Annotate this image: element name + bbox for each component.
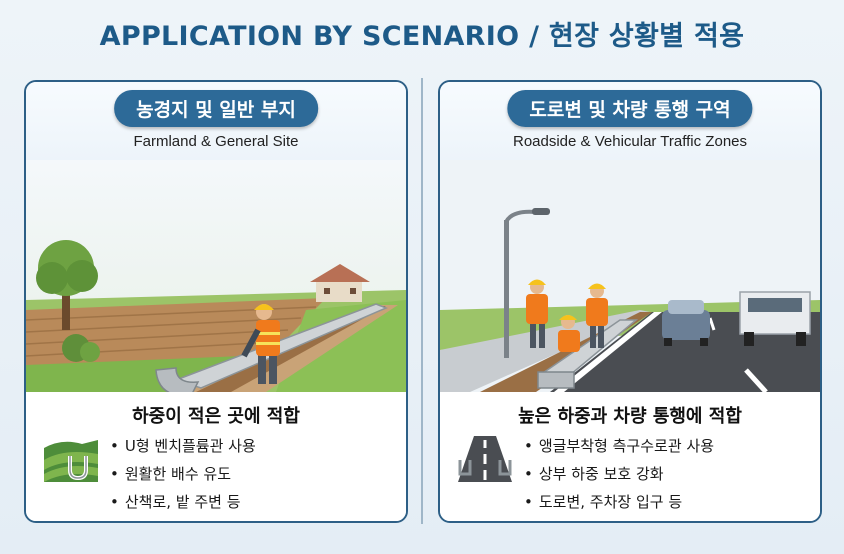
card-title-pill: 도로변 및 차량 통행 구역 xyxy=(507,90,753,127)
feature-list: 앵글부착형 측구수로관 사용 상부 하중 보호 강화 도로변, 주차장 입구 등 xyxy=(524,432,714,516)
list-item: 산책로, 밭 주변 등 xyxy=(110,488,256,516)
center-divider xyxy=(421,78,423,524)
card-subtitle: Roadside & Vehicular Traffic Zones xyxy=(512,133,748,150)
info-panel: 하중이 적은 곳에 적합 U형 벤치플륨관 사용 원활한 배수 유도 산책로, … xyxy=(26,394,406,521)
card-header: 도로변 및 차량 통행 구역 Roadside & Vehicular Traf… xyxy=(440,82,820,160)
card-subtitle: Farmland & General Site xyxy=(133,133,299,150)
card-title-pill: 농경지 및 일반 부지 xyxy=(114,90,318,127)
feature-list: U형 벤치플륨관 사용 원활한 배수 유도 산책로, 밭 주변 등 xyxy=(110,432,256,516)
farmland-icon xyxy=(42,434,100,484)
car-figure xyxy=(662,300,710,346)
list-item: 앵글부착형 측구수로관 사용 xyxy=(524,432,714,460)
roadside-card: 도로변 및 차량 통행 구역 Roadside & Vehicular Traf… xyxy=(438,80,822,523)
info-heading: 하중이 적은 곳에 적합 xyxy=(132,406,300,427)
truck-figure xyxy=(739,291,811,346)
worker-figure xyxy=(586,283,608,348)
worker-figure xyxy=(241,304,280,384)
farmland-illustration xyxy=(26,160,406,392)
road-icon xyxy=(456,434,514,484)
info-heading: 높은 하중과 차량 통행에 적합 xyxy=(518,406,742,427)
list-item: U형 벤치플륨관 사용 xyxy=(110,432,256,460)
roadside-illustration xyxy=(440,160,820,392)
worker-figure xyxy=(558,315,580,352)
info-panel: 높은 하중과 차량 통행에 적합 앵글부착형 측구수로관 사용 상부 하중 보호… xyxy=(440,394,820,521)
farmland-card: 농경지 및 일반 부지 Farmland & General Site xyxy=(24,80,408,523)
worker-figure xyxy=(526,279,548,348)
page-title: APPLICATION BY SCENARIO / 현장 상황별 적용 xyxy=(99,21,745,52)
list-item: 상부 하중 보호 강화 xyxy=(524,460,714,488)
card-header: 농경지 및 일반 부지 Farmland & General Site xyxy=(26,82,406,160)
list-item: 도로변, 주차장 입구 등 xyxy=(524,488,714,516)
list-item: 원활한 배수 유도 xyxy=(110,460,256,488)
